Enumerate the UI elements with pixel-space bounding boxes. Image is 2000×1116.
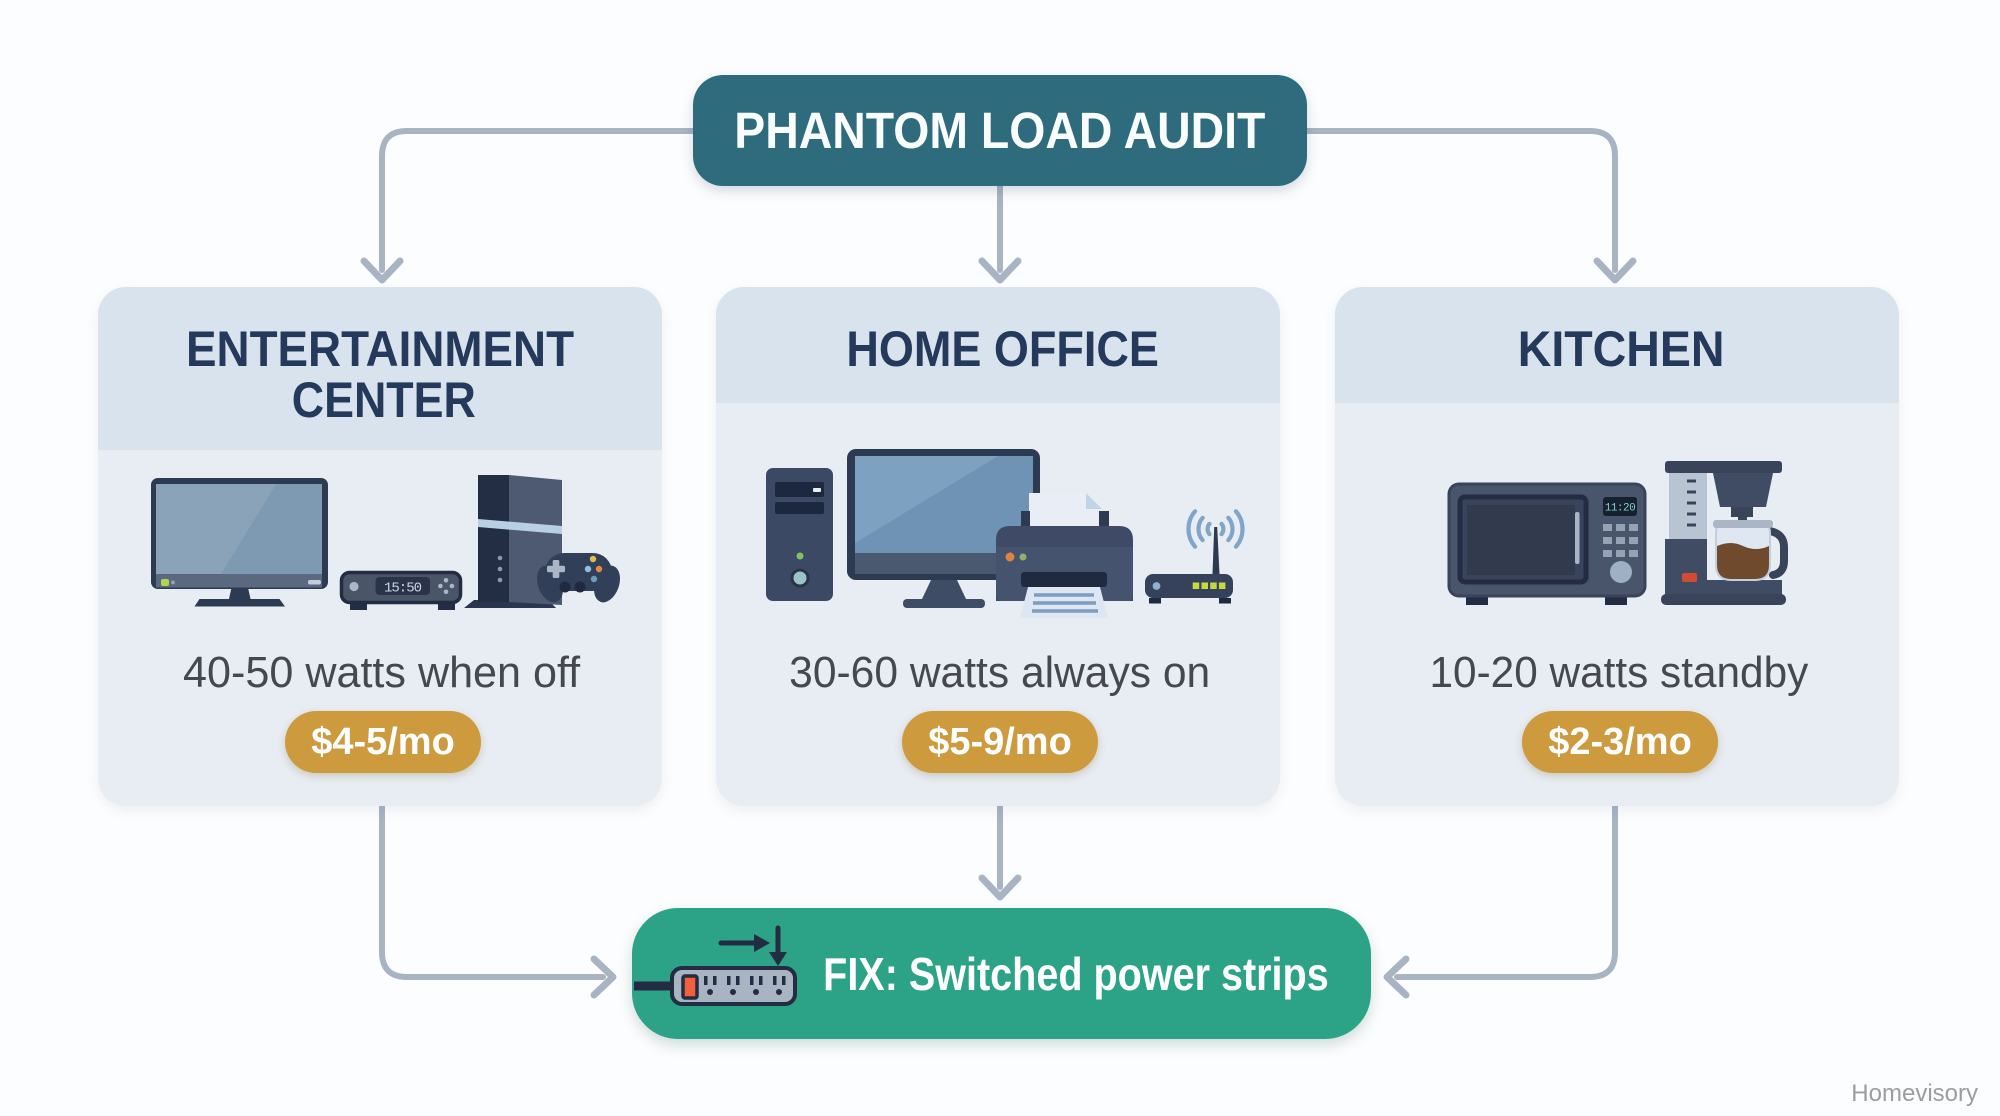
svg-text:11:20: 11:20 <box>1605 503 1636 515</box>
svg-text:15:50: 15:50 <box>384 581 422 597</box>
